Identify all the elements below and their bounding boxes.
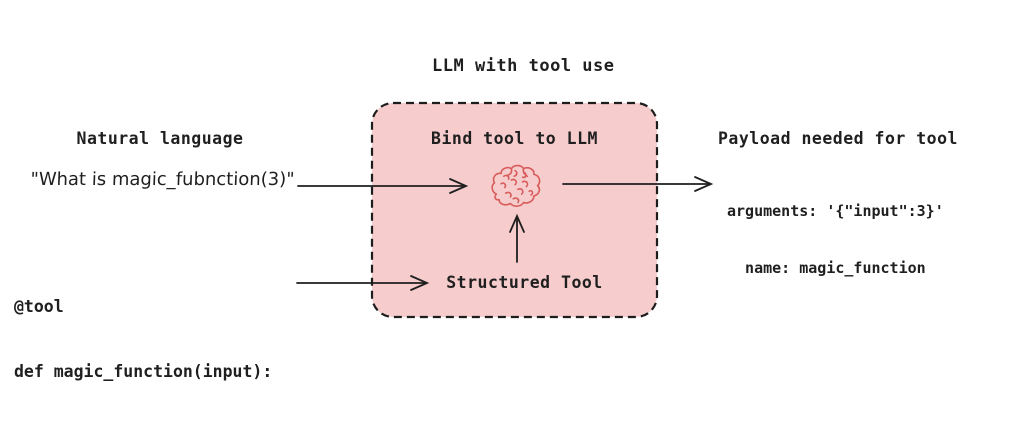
natural-language-heading: Natural language — [76, 129, 244, 148]
structured-tool-label: Structured Tool — [446, 273, 603, 292]
arrow-code-to-structured-tool — [296, 275, 430, 291]
payload-code-block: arguments: '{"input":3}' name: magic_fun… — [727, 164, 944, 316]
arrow-natural-language-to-llm — [297, 178, 469, 194]
arrow-llm-to-payload — [562, 176, 714, 192]
bind-tool-heading: Bind tool to LLM — [431, 129, 598, 148]
code-line-decorator: @tool — [14, 297, 64, 316]
tool-code-block: @tool def magic_function(input): return … — [14, 253, 272, 424]
payload-heading: Payload needed for tool — [718, 129, 958, 148]
payload-line-name: name: magic_function — [727, 259, 926, 277]
brain-icon — [491, 164, 541, 207]
diagram-title: LLM with tool use — [432, 56, 615, 76]
tool-box-outline — [370, 101, 659, 319]
payload-line-arguments: arguments: '{"input":3}' — [727, 202, 944, 220]
code-line-def: def magic_function(input): — [14, 361, 273, 381]
arrow-structured-tool-to-llm — [509, 213, 525, 263]
natural-language-quote: "What is magic_fubnction(3)" — [30, 169, 295, 190]
